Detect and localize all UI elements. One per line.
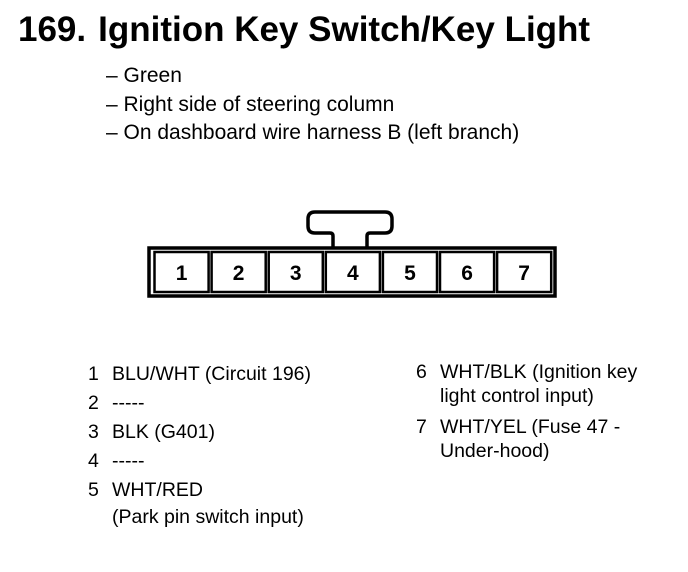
wire-list-left: 1 BLU/WHT (Circuit 196) 2 ----- 3 BLK (G…: [88, 360, 388, 529]
wire-item-3: 3 BLK (G401): [88, 418, 388, 447]
connector-pin-label-4: 4: [347, 262, 359, 285]
connector-pin-label-6: 6: [461, 262, 473, 285]
connector-pin-label-1: 1: [176, 262, 188, 285]
wire-pin-number: 7: [416, 416, 427, 438]
connector-color: – Green: [106, 64, 182, 87]
wire-description: WHT/YEL (Fuse 47 -: [440, 416, 621, 438]
wire-item-5: 5 WHT/RED (Park pin switch input): [88, 476, 388, 529]
connector-pin-cell-5: [381, 250, 439, 294]
page-title: 169. Ignition Key Switch/Key Light: [18, 10, 590, 50]
wire-description: -----: [112, 450, 145, 472]
wire-item-2: 2 -----: [88, 389, 388, 418]
connector-harness: – On dashboard wire harness B (left bran…: [106, 121, 520, 144]
wire-description: WHT/BLK (Ignition key: [440, 361, 638, 383]
connector-pin-cell-2: [210, 250, 267, 294]
wire-description: -----: [112, 392, 145, 414]
wire-description-note: Under-hood): [440, 440, 550, 462]
wire-item-4: 4 -----: [88, 447, 388, 476]
wire-description: BLU/WHT (Circuit 196): [112, 363, 312, 385]
wire-pin-number: 1: [88, 363, 99, 385]
wire-pin-number: 5: [88, 479, 99, 501]
connector-pin-cell-3: [267, 250, 325, 294]
wire-pin-number: 3: [88, 421, 99, 443]
wire-description-note: light control input): [440, 385, 594, 407]
wire-list-right: 6 WHT/BLK (Ignition key light control in…: [416, 360, 678, 470]
wire-item-6: 6 WHT/BLK (Ignition key light control in…: [416, 360, 678, 408]
connector-lock-tab: [306, 210, 394, 248]
wire-pin-number: 4: [88, 450, 99, 472]
title-text: Ignition Key Switch/Key Light: [98, 10, 591, 49]
connector-pin-label-3: 3: [290, 262, 302, 285]
wire-description: BLK (G401): [112, 421, 215, 443]
connector-pin-label-2: 2: [233, 262, 245, 285]
wire-item-1: 1 BLU/WHT (Circuit 196): [88, 360, 388, 389]
connector-location: – Right side of steering column: [106, 92, 395, 116]
connector-pin-label-5: 5: [404, 262, 416, 285]
connector-details: – Green – Right side of steering column …: [106, 62, 519, 148]
wire-description-note: (Park pin switch input): [112, 506, 304, 528]
wire-pin-number: 2: [88, 392, 99, 414]
connector-pin-cell-7: [495, 250, 553, 294]
connector-pin-cell-6: [438, 250, 496, 294]
section-number: 169.: [18, 10, 87, 49]
connector-diagram: 1 2 3 4 5 6 7: [147, 210, 557, 298]
connector-pin-cell-4: [324, 250, 382, 294]
connector-pin-cell-1: [153, 250, 210, 294]
connector-pin-label-7: 7: [518, 262, 530, 285]
wire-description: WHT/RED: [112, 479, 203, 501]
wire-pin-number: 6: [416, 361, 427, 383]
wire-item-7: 7 WHT/YEL (Fuse 47 - Under-hood): [416, 415, 678, 463]
